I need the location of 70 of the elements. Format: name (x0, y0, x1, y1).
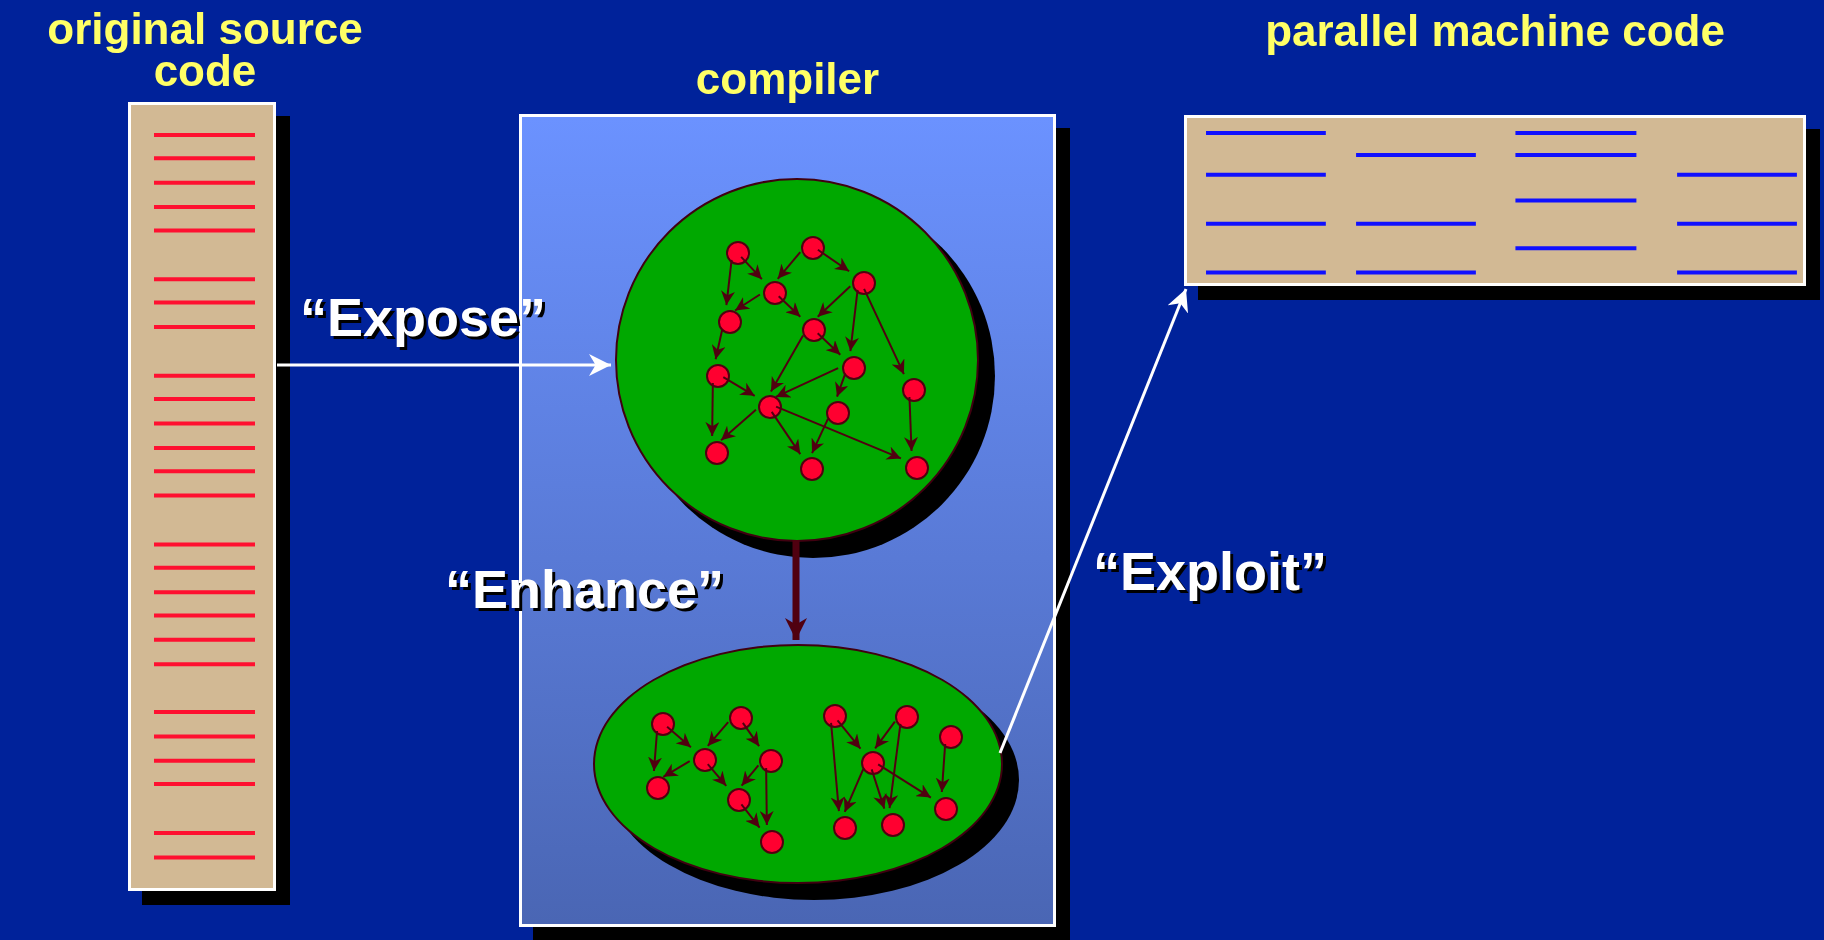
panel-title: original source code (46, 8, 364, 92)
graph-node (861, 751, 885, 775)
graph-node (902, 378, 926, 402)
graph-node (939, 725, 963, 749)
arrow (904, 396, 918, 452)
graph-node (760, 830, 784, 854)
arrow (741, 721, 761, 748)
arrow (836, 719, 862, 750)
arrow (874, 720, 896, 750)
graph-node (729, 706, 753, 730)
arrow (721, 258, 735, 307)
arrow (662, 760, 691, 778)
arrow (884, 722, 902, 810)
arrow (666, 725, 692, 749)
arrow (877, 763, 932, 799)
graph-node (693, 748, 717, 772)
arrow (998, 288, 1188, 754)
graph-node (852, 271, 876, 295)
arrow (734, 293, 761, 312)
arrow (711, 327, 726, 361)
arrow (706, 763, 728, 787)
arrow (769, 334, 805, 393)
arrow (706, 721, 730, 747)
arrow (870, 768, 887, 810)
graph-node (826, 401, 850, 425)
arrow (816, 332, 842, 356)
graph-node (895, 705, 919, 729)
arrow (705, 382, 720, 437)
arrow (816, 248, 851, 273)
arrow (720, 408, 757, 442)
graph-node (800, 457, 824, 481)
arrow (740, 255, 763, 281)
arrow (816, 285, 852, 318)
arrow (759, 767, 774, 826)
arrow (774, 367, 840, 398)
edge-label: “Exploit” (1093, 540, 1327, 602)
arrow (770, 410, 802, 456)
graph-node (801, 236, 825, 260)
arrow (740, 803, 761, 829)
graph-node (823, 704, 847, 728)
graph-node (727, 788, 751, 812)
arrow (775, 405, 902, 460)
arrow (277, 354, 611, 376)
arrow (863, 287, 905, 376)
arrow (777, 295, 802, 318)
graph-node (646, 776, 670, 800)
arrow (845, 288, 859, 353)
arrow (811, 417, 829, 455)
arrow (776, 251, 802, 280)
arrow (648, 729, 662, 773)
arrow (740, 764, 760, 787)
graph-node (833, 816, 857, 840)
graph-node (705, 441, 729, 465)
graph-node (842, 356, 866, 380)
arrow (722, 376, 756, 397)
arrow (935, 742, 950, 794)
arrow (835, 373, 849, 398)
graph-node (651, 712, 675, 736)
arrow (843, 768, 865, 813)
graph-node (718, 310, 742, 334)
graph-node (881, 813, 905, 837)
graph-node (759, 749, 783, 773)
graph-node (934, 797, 958, 821)
graph-node (706, 364, 730, 388)
graph-node (802, 318, 826, 342)
graph-node (758, 395, 782, 419)
arrow (830, 721, 845, 813)
graph-node (763, 281, 787, 305)
graph-node (905, 456, 929, 480)
graph-node (726, 241, 750, 265)
